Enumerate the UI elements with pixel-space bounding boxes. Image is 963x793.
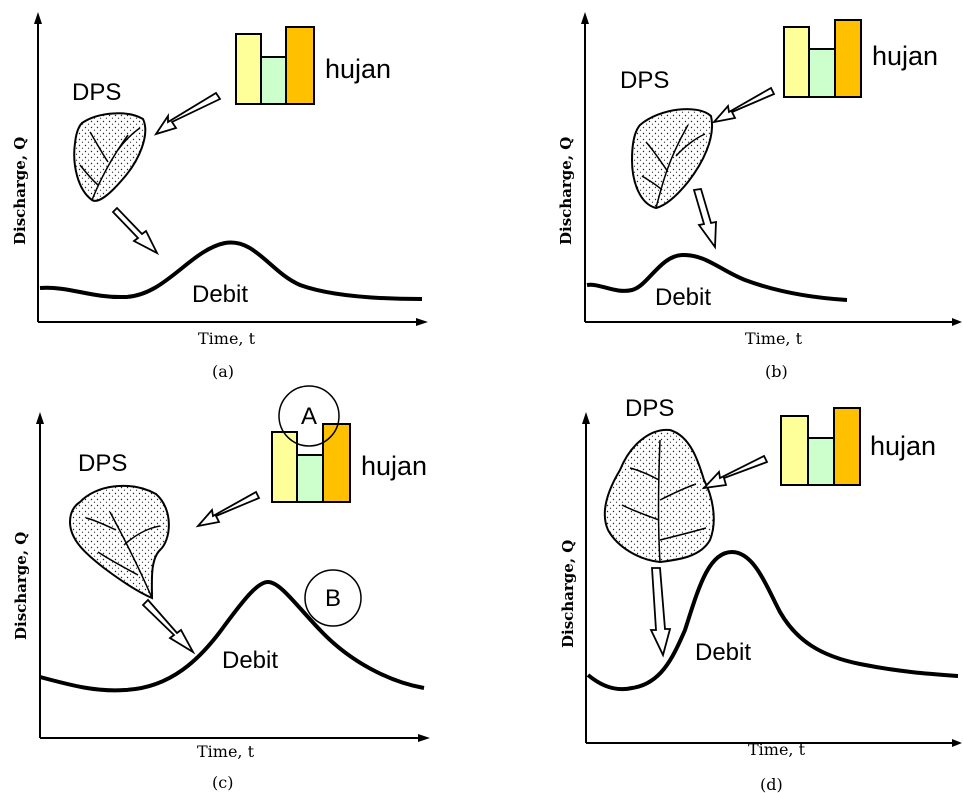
arrow-icon [701, 454, 769, 490]
catchment-leaf-icon [68, 484, 170, 600]
rainfall-bars-icon [271, 423, 351, 503]
flow-label: Debit [222, 647, 278, 674]
panel-d: Discharge, Q Time, t (d) Debit hujan DPS [559, 395, 962, 793]
svg-text:A: A [301, 403, 317, 430]
dps-label: DPS [620, 67, 669, 94]
y-axis [36, 412, 44, 738]
x-axis [585, 318, 962, 326]
rain-label: hujan [870, 431, 936, 461]
panel-caption: (a) [212, 362, 234, 381]
hydrograph-curve [586, 252, 848, 302]
flow-label: Debit [695, 639, 751, 666]
dps-label: DPS [78, 450, 127, 477]
dps-label: DPS [72, 79, 121, 106]
rain-label: hujan [872, 41, 938, 71]
y-axis [582, 412, 590, 743]
arrow-icon [692, 187, 717, 250]
x-axis-label: Time, t [748, 740, 806, 759]
rainfall-bars-icon [235, 26, 315, 105]
x-axis [40, 734, 430, 742]
svg-text:B: B [325, 585, 341, 612]
rainfall-bars-icon [780, 407, 861, 486]
arrow-icon [649, 567, 672, 658]
x-axis [586, 739, 962, 747]
y-axis [34, 12, 42, 322]
y-axis-label: Discharge, Q [559, 540, 577, 648]
panel-caption: (b) [765, 362, 788, 381]
y-axis-label: Discharge, Q [557, 137, 575, 245]
flow-label: Debit [192, 281, 248, 308]
x-axis-label: Time, t [198, 329, 256, 348]
panel-b: Discharge, Q Time, t (b) Debit hujan DPS [557, 12, 962, 381]
x-axis-label: Time, t [745, 329, 803, 348]
rain-label: hujan [325, 54, 391, 84]
hydrograph-curve [586, 549, 959, 692]
y-axis [581, 12, 589, 322]
hydrograph-curve [39, 579, 425, 693]
arrow-icon [711, 86, 776, 124]
flow-label: Debit [655, 284, 711, 311]
panel-caption: (d) [760, 775, 783, 793]
hydrograph-curve [39, 240, 423, 301]
catchment-leaf-icon [603, 428, 715, 564]
dps-label: DPS [625, 395, 674, 422]
x-axis [38, 318, 428, 326]
rain-label: hujan [361, 451, 427, 481]
panel-a: Discharge, Q Time, t (a) Debit hujan DPS [11, 12, 428, 381]
panel-caption: (c) [212, 773, 233, 792]
marker-circle-a: A [278, 385, 340, 447]
y-axis-label: Discharge, Q [11, 137, 29, 245]
arrow-icon [111, 206, 160, 256]
arrow-icon [153, 91, 222, 136]
x-axis-label: Time, t [197, 742, 255, 761]
arrow-icon [195, 490, 261, 528]
y-axis-label: Discharge, Q [12, 532, 30, 640]
panel-c: Discharge, Q Time, t (c) Debit hujan A B… [12, 385, 430, 792]
catchment-leaf-icon [73, 112, 147, 202]
arrow-icon [141, 598, 196, 655]
rainfall-bars-icon [783, 19, 862, 98]
marker-circle-b: B [304, 569, 362, 627]
catchment-leaf-icon [630, 108, 713, 210]
